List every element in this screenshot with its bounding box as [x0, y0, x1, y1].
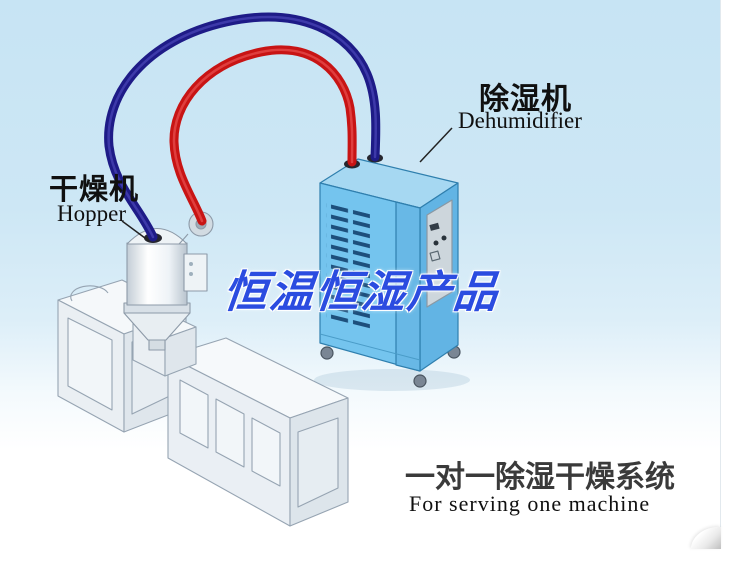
dehumidifier-label-cn: 除湿机 — [479, 83, 572, 116]
caption-cn: 一对一除湿干燥系统 — [405, 461, 675, 494]
connection-hoses — [104, 12, 381, 242]
extruder-machine — [57, 279, 349, 527]
dehumidifier-unit — [319, 153, 461, 388]
hopper-label-en: Hopper — [57, 201, 126, 226]
hopper-leader-line — [121, 220, 150, 242]
dehumidifier-leader-line — [419, 127, 453, 163]
watermark-text: 恒温恒湿产品 — [220, 268, 503, 317]
vent-grille — [326, 203, 370, 329]
leader-lines — [121, 127, 453, 242]
dehumidifier-label-en: Dehumidifier — [458, 108, 582, 133]
page-corner-curl — [691, 527, 721, 549]
hopper-label-cn: 干燥机 — [49, 174, 140, 206]
page-edge — [720, 0, 721, 548]
control-panel — [426, 199, 453, 308]
caption-en: For serving one machine — [409, 491, 651, 516]
dehumidifier-shadow — [314, 369, 470, 391]
